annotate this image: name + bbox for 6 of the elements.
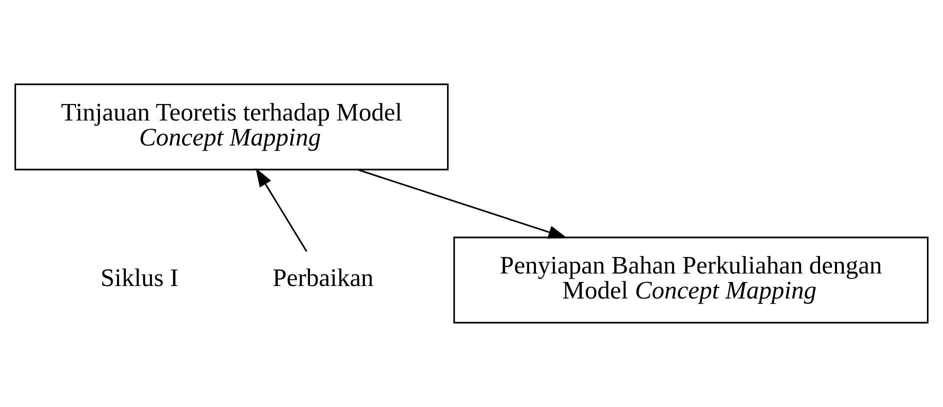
arrow	[357, 168, 568, 239]
node-box: Penyiapan Bahan Perkuliahan dengan Model Concept Mapping	[453, 236, 928, 324]
node-box: Tinjauan Teoretis terhadap Model Concept Mapping	[14, 84, 449, 170]
arrow	[256, 168, 308, 252]
label: Siklus I	[100, 264, 178, 292]
node-text: Perbaikan	[272, 264, 374, 292]
